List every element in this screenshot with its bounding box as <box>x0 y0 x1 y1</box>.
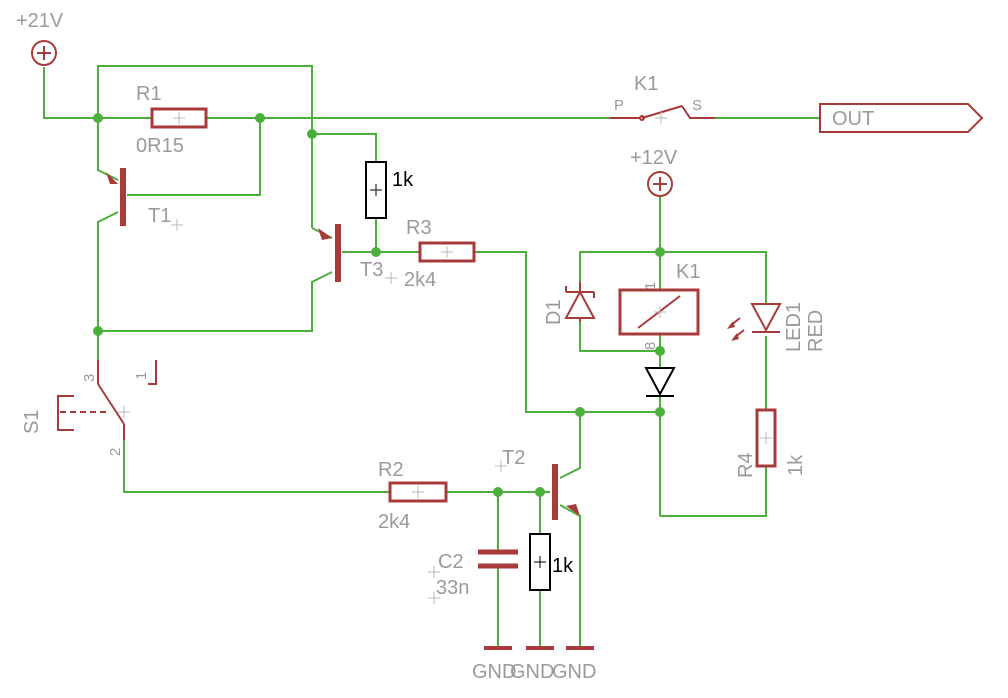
s1-pin-3: 3 <box>81 374 98 382</box>
led-led1: LED1 RED <box>727 302 827 352</box>
diode-flyback <box>644 367 676 397</box>
supply-21v: +21V <box>16 10 64 66</box>
transistor-t3: T3 <box>318 224 397 284</box>
capacitor-c2: C2 33n <box>428 549 518 604</box>
d1-name: D1 <box>543 299 565 325</box>
supply-21v-label: +21V <box>16 10 64 32</box>
s1-name: S1 <box>21 410 43 434</box>
r2-name: R2 <box>378 459 404 481</box>
s1-pin-2: 2 <box>107 448 124 456</box>
resistor-r4: R4 1k <box>735 408 807 478</box>
c2-value: 33n <box>436 577 469 599</box>
switch-s1: S1 1 2 3 <box>21 360 157 456</box>
r3-name: R3 <box>406 217 432 239</box>
k1-pin-p: P <box>614 97 624 114</box>
r2-value: 2k4 <box>378 511 410 533</box>
gnd-label-2: GND <box>510 661 554 683</box>
k1-coil-pin-8: 8 <box>642 342 659 350</box>
supply-12v: +12V <box>630 147 678 197</box>
r4-name: R4 <box>735 452 757 478</box>
r-t3-value: 1k <box>392 169 414 191</box>
resistor-r3: R3 2k4 <box>404 217 476 291</box>
r3-value: 2k4 <box>404 269 436 291</box>
s1-pin-1: 1 <box>133 372 150 380</box>
r4-value: 1k <box>785 454 807 476</box>
transistor-t1: T1 <box>106 168 183 231</box>
resistor-1k-t2: 1k <box>529 533 574 591</box>
k1-pin-s: S <box>692 97 702 114</box>
r-t2-value: 1k <box>552 555 574 577</box>
led1-name: LED1 <box>783 302 805 352</box>
c2-name: C2 <box>438 551 464 573</box>
r1-value: 0R15 <box>136 135 184 157</box>
wires <box>43 65 820 648</box>
grounds: GND GND GND <box>472 646 596 683</box>
t3-name: T3 <box>360 259 383 281</box>
gnd-label-1: GND <box>472 661 516 683</box>
supply-12v-label: +12V <box>630 147 678 169</box>
t1-name: T1 <box>148 205 171 227</box>
output-label: OUT <box>832 108 874 130</box>
diode-d1: D1 <box>543 282 596 325</box>
resistor-1k-t3: 1k <box>365 161 414 219</box>
k1-coil-pin-1: 1 <box>642 282 659 290</box>
output-port: OUT <box>819 103 984 133</box>
k1-coil-name: K1 <box>676 261 700 283</box>
r1-name: R1 <box>136 83 162 105</box>
led1-value: RED <box>805 310 827 352</box>
gnd-label-3: GND <box>552 661 596 683</box>
junctions <box>93 113 665 497</box>
resistor-r2: R2 2k4 <box>378 459 448 533</box>
resistor-r1: R1 0R15 <box>136 83 208 157</box>
relay-contact-k1: K1 P S <box>610 73 715 124</box>
t2-name: T2 <box>502 447 525 469</box>
k1-contact-name: K1 <box>634 73 658 95</box>
relay-coil-k1: K1 1 8 <box>618 261 700 350</box>
transistor-t2: T2 <box>495 447 580 520</box>
